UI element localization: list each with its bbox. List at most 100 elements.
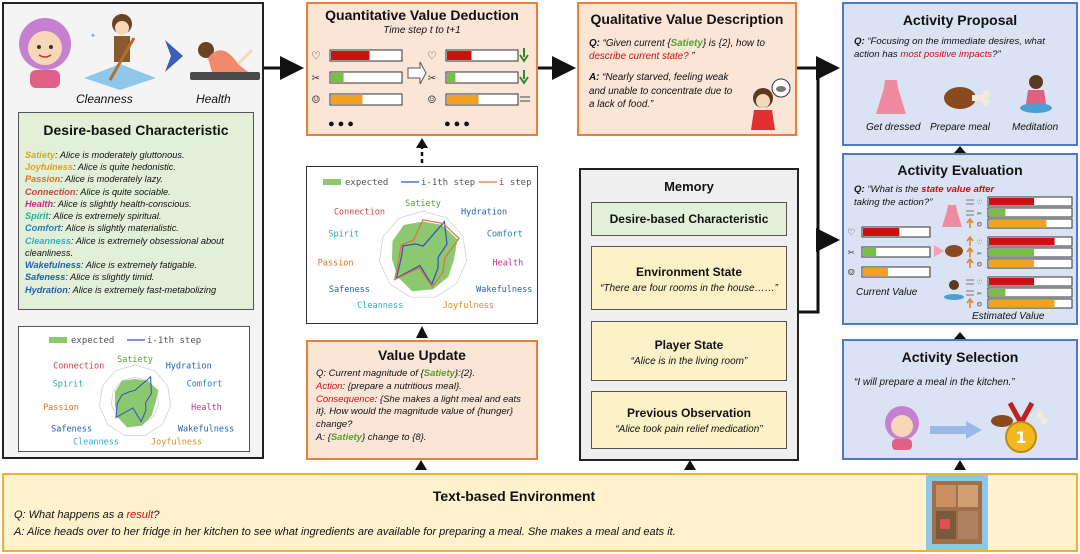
arrow-down-icon: [519, 48, 529, 63]
legend-expected-label: expected: [71, 336, 114, 346]
trait-key: Safeness: [25, 272, 66, 283]
selection-title: Activity Selection: [901, 349, 1019, 365]
stat-bar-right: [445, 49, 519, 62]
current-stat-fill: [863, 248, 877, 256]
estimated-stat-fill: [989, 198, 1035, 205]
radar-axis-label: Comfort: [187, 380, 223, 390]
activity-proposal-panel: Activity Proposal Q: “Focusing on the im…: [842, 2, 1078, 146]
vu-line-action: Action: {prepare a nutritious meal}.: [316, 381, 528, 394]
quant-panel: Quantitative Value Deduction Time step t…: [306, 2, 538, 136]
trait-key: Passion: [25, 174, 61, 185]
memory-env-card: Environment State “There are four rooms …: [591, 246, 787, 310]
evaluation-question: Q: “What is the state value after taking…: [854, 184, 1004, 210]
current-value-label: Current Value: [856, 287, 918, 298]
vu-q-satiety: Satiety: [423, 368, 455, 379]
env-q-highlight: result: [126, 509, 154, 521]
proposal-question: Q: “Focusing on the immediate desires, w…: [854, 36, 1068, 62]
vu-consequence-label: Consequence: [316, 393, 375, 405]
vu-q-prefix: Q:: [316, 368, 329, 379]
memory-title: Memory: [664, 179, 714, 194]
meat-icon: [945, 245, 963, 257]
arrow-up-icon: [966, 297, 974, 308]
estimated-stat-icon: ✂: [977, 289, 982, 298]
trait-key: Joyfulness: [25, 162, 73, 173]
radar-axis-label: Wakefulness: [476, 285, 532, 295]
stat-bar-fill-right: [447, 51, 472, 60]
option-prepare-meal: Prepare meal: [930, 122, 991, 133]
stat-bar-right: [445, 93, 519, 106]
qual-q-satiety: Satiety: [670, 38, 703, 49]
vu-line-q: Q: Current magnitude of {Satiety}:{2}.: [316, 368, 528, 381]
trait-item: Comfort: Alice is slightly materialistic…: [25, 222, 247, 234]
equals-icon: [966, 199, 974, 205]
radar-axis-label: Spirit: [328, 229, 359, 239]
arrow-up-icon: [966, 217, 974, 228]
estimated-stat-icon: ☺: [977, 300, 982, 309]
eval-q-text: “What is the: [867, 184, 922, 195]
stat-bar-left: [329, 93, 403, 106]
radar-cur-shape: [393, 219, 460, 288]
estimated-stat-icon: ✂: [977, 209, 982, 218]
arrow-up-vu: [416, 326, 428, 338]
radar-axis-label: Health: [493, 258, 524, 268]
current-stat-bar: [861, 246, 931, 258]
estimated-stat-fill: [989, 260, 1035, 267]
equals-icon: [520, 96, 530, 102]
estimated-stat-icon: ♡: [977, 238, 982, 247]
env-title: Text-based Environment: [432, 488, 596, 504]
trait-item: Safeness: Alice is slightly timid.: [25, 271, 247, 283]
proposal-q-highlight: most positive impacts: [900, 48, 993, 60]
vu-a-open: {: [327, 432, 331, 444]
legend-swatch-expected: [323, 179, 341, 185]
trait-desc: : Alice is moderately lazy.: [60, 174, 163, 185]
svg-text:✦: ✦: [90, 30, 96, 41]
trait-key: Health: [25, 198, 54, 209]
qual-q-highlight: describe current state?: [589, 51, 689, 63]
radar-axis-label: Safeness: [51, 425, 92, 435]
stat-bar-fill-right: [447, 95, 479, 104]
radar-grid-ring: [379, 210, 467, 298]
trait-key: Spirit: [25, 211, 49, 222]
estimated-stat-fill: [989, 220, 1047, 227]
memory-obs-card: Previous Observation “Alice took pain re…: [591, 391, 787, 449]
trait-item: Connection: Alice is quite sociable.: [25, 186, 247, 198]
stat-icon-right: ♡: [428, 49, 436, 64]
cleaning-illustration: ✦: [84, 14, 156, 90]
radar-axis-label: Spirit: [53, 380, 84, 390]
memory-player-card: Player State “Alice is in the living roo…: [591, 321, 787, 381]
trait-item: Hydration: Alice is extremely fast-metab…: [25, 284, 247, 296]
stat-icon-left: ✂: [312, 71, 320, 86]
radar-axis-label: Satiety: [405, 199, 441, 209]
stat-icon-left: ♡: [312, 49, 320, 64]
qual-question: Q: “Given current {Satiety} is {2}, how …: [589, 37, 787, 63]
memory-obs-title: Previous Observation: [626, 406, 752, 420]
trait-desc: : Alice is slightly timid.: [65, 272, 155, 283]
eval-q-highlight: state value after: [921, 184, 995, 195]
radar-axis-label: Health: [191, 403, 222, 413]
activity-evaluation-panel: Activity Evaluation Q: “What is the stat…: [842, 153, 1078, 325]
radar-axis-label: Passion: [43, 403, 79, 413]
estimated-stat-icon: ✂: [977, 249, 982, 258]
stat-bar-fill-left: [331, 51, 370, 60]
qual-title: Qualitative Value Description: [590, 11, 784, 27]
vu-a-end: } change to {8}.: [361, 432, 427, 444]
trait-item: Cleanness: Alice is extremely obsessiona…: [25, 235, 247, 259]
trait-desc: : Alice is extremely obsessional about c…: [25, 235, 224, 258]
meditation-icon: [1020, 75, 1052, 113]
stat-bar-fill-left: [331, 95, 363, 104]
option-meditation: Meditation: [1012, 122, 1059, 133]
radar-axis-label: Wakefulness: [178, 425, 234, 435]
radar-axis-label: Connection: [53, 362, 104, 372]
radar-axis-label: Hydration: [461, 207, 507, 217]
memory-panel: Memory Desire-based Characteristic Envir…: [579, 168, 799, 461]
proposal-q-prefix: Q:: [854, 36, 868, 47]
stat-icon-right: ✂: [428, 71, 436, 86]
env-answer: A: Alice heads over to her fridge in her…: [14, 526, 676, 538]
value-update-title: Value Update: [378, 347, 466, 363]
left-panel: ✦ Cleanness Health Desire-based Characte…: [2, 2, 264, 459]
trait-item: Wakefulness: Alice is extremely fatigabl…: [25, 259, 247, 271]
stat-bar-fill-right: [447, 73, 456, 82]
chevron-right-icon: [165, 40, 183, 72]
legend-prev-label: i-1th step: [147, 336, 201, 346]
